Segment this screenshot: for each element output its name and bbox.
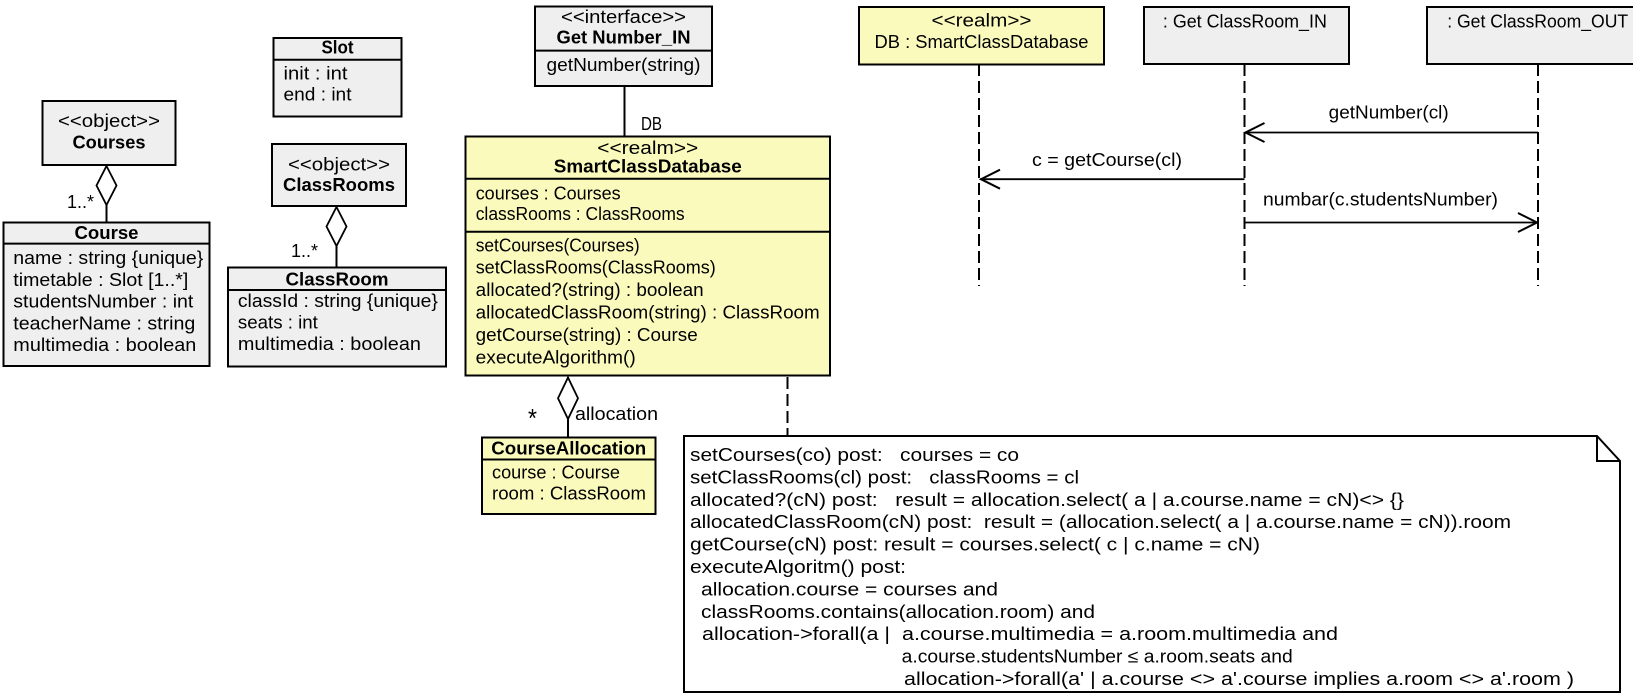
svg-text:name : string {unique}: name : string {unique}	[13, 248, 203, 268]
svg-text:timetable : Slot [1..*]: timetable : Slot [1..*]	[13, 270, 188, 290]
svg-text:setCourses(Courses): setCourses(Courses)	[476, 235, 640, 255]
svg-text:<<realm>>: <<realm>>	[597, 138, 698, 158]
svg-text:setClassRooms(cl) post: clas: setClassRooms(cl) post: classRooms = cl	[690, 467, 1079, 487]
svg-text:setCourses(co) post: courses: setCourses(co) post: courses = co	[690, 445, 1019, 465]
svg-text:getCourse(cN) post: result = c: getCourse(cN) post: result = courses.sel…	[690, 535, 1260, 555]
svg-text:<<interface>>: <<interface>>	[561, 7, 686, 27]
svg-text:a.course.studentsNumber ≤ a.ro: a.course.studentsNumber ≤ a.room.seats a…	[902, 647, 1293, 667]
svg-text:: Get ClassRoom_IN: : Get ClassRoom_IN	[1163, 12, 1327, 33]
svg-text:teacherName : string: teacherName : string	[13, 313, 195, 333]
svg-text:getCourse(string) : Course: getCourse(string) : Course	[476, 325, 698, 345]
svg-text:<<realm>>: <<realm>>	[932, 10, 1032, 30]
svg-text:: Get ClassRoom_OUT: : Get ClassRoom_OUT	[1447, 12, 1628, 33]
svg-text:allocation->forall(a' | a.cour: allocation->forall(a' | a.course <> a'.c…	[904, 669, 1574, 689]
svg-text:setClassRooms(ClassRooms): setClassRooms(ClassRooms)	[476, 258, 716, 278]
svg-text:getNumber(cl): getNumber(cl)	[1329, 103, 1449, 123]
svg-text:Slot: Slot	[322, 38, 354, 58]
svg-text:allocatedClassRoom(string) : C: allocatedClassRoom(string) : ClassRoom	[476, 303, 820, 323]
svg-text:init : int: init : int	[284, 64, 348, 84]
svg-text:executeAlgoritm() post:: executeAlgoritm() post:	[690, 557, 906, 577]
svg-text:multimedia : boolean: multimedia : boolean	[238, 334, 421, 354]
svg-text:studentsNumber : int: studentsNumber : int	[13, 292, 193, 312]
svg-text:Get Number_IN: Get Number_IN	[557, 28, 691, 48]
svg-text:ClassRooms: ClassRooms	[283, 175, 395, 195]
svg-text:multimedia : boolean: multimedia : boolean	[13, 335, 196, 355]
svg-text:DB: DB	[641, 114, 662, 134]
svg-text:Course: Course	[75, 223, 139, 243]
svg-text:allocated?(string) : boolean: allocated?(string) : boolean	[476, 280, 704, 300]
svg-text:1..*: 1..*	[291, 241, 318, 261]
svg-text:getNumber(string): getNumber(string)	[547, 55, 701, 75]
svg-text:allocatedClassRoom(cN) post:: allocatedClassRoom(cN) post: result = (a…	[690, 512, 1511, 532]
svg-text:numbar(c.studentsNumber): numbar(c.studentsNumber)	[1263, 190, 1498, 210]
svg-text:SmartClassDatabase: SmartClassDatabase	[554, 157, 742, 177]
svg-text:1..*: 1..*	[67, 192, 94, 212]
svg-text:course : Course: course : Course	[492, 463, 620, 483]
svg-text:classRooms : ClassRooms: classRooms : ClassRooms	[476, 204, 685, 224]
svg-text:Courses: Courses	[73, 133, 146, 153]
svg-text:DB : SmartClassDatabase: DB : SmartClassDatabase	[875, 32, 1089, 52]
svg-text:allocated?(cN) post: result: allocated?(cN) post: result = allocation…	[690, 490, 1404, 510]
svg-text:<<object>>: <<object>>	[288, 154, 390, 174]
svg-text:room : ClassRoom: room : ClassRoom	[492, 484, 646, 504]
svg-text:allocation.course = courses an: allocation.course = courses and	[701, 579, 998, 599]
svg-text:executeAlgorithm(): executeAlgorithm()	[476, 347, 636, 367]
svg-text:classRooms.contains(allocation: classRooms.contains(allocation.room) and	[701, 602, 1095, 622]
svg-text:*: *	[528, 403, 537, 433]
svg-text:allocation: allocation	[575, 404, 658, 424]
svg-text:end : int: end : int	[284, 85, 352, 105]
svg-text:seats : int: seats : int	[238, 313, 318, 333]
svg-text:allocation->forall(a | a.cour: allocation->forall(a | a.course.multimed…	[702, 624, 1338, 644]
svg-text:courses : Courses: courses : Courses	[476, 184, 621, 204]
svg-text:classId : string {unique}: classId : string {unique}	[238, 291, 438, 311]
svg-text:CourseAllocation: CourseAllocation	[491, 439, 646, 459]
svg-text:ClassRoom: ClassRoom	[286, 270, 389, 290]
svg-text:<<object>>: <<object>>	[58, 111, 160, 131]
svg-text:c = getCourse(cl): c = getCourse(cl)	[1032, 150, 1182, 170]
